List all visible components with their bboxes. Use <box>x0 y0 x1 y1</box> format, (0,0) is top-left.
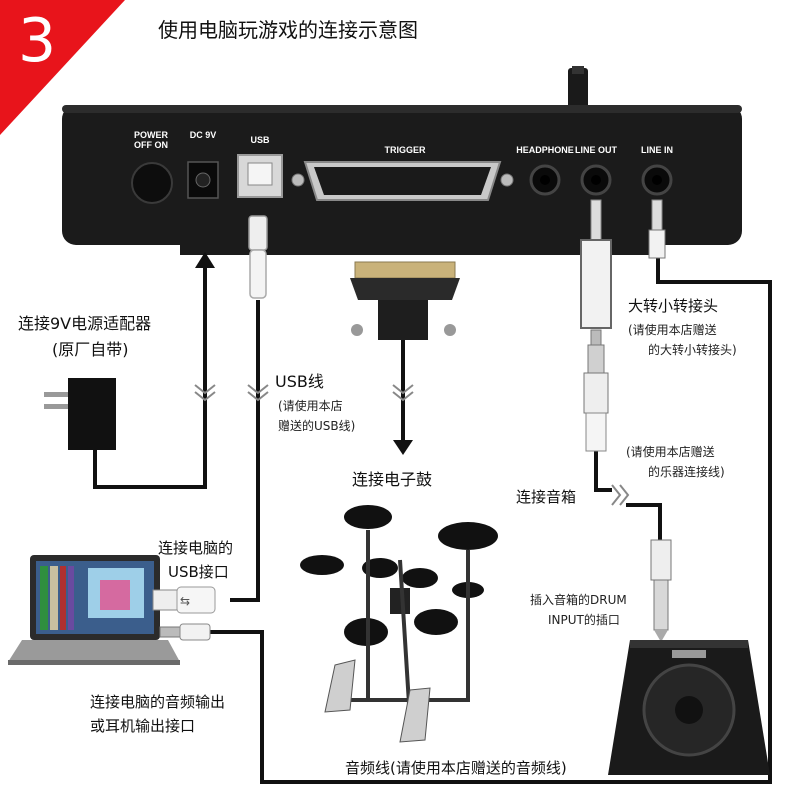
drum-label: 连接电子鼓 <box>352 470 433 489</box>
adapter-note: (原厂自带) <box>52 340 129 359</box>
dc-port-label: DC 9V <box>189 130 217 140</box>
usb-cable-label: USB线 <box>275 372 324 391</box>
usb-cable-note-1: (请使用本店 <box>278 399 343 413</box>
step-badge <box>0 0 125 135</box>
step-number: 3 <box>18 6 57 76</box>
svg-text:⇆: ⇆ <box>180 594 190 608</box>
pc-usb-label-1: 连接电脑的 <box>158 539 234 557</box>
audio-cable-label: 音频线(请使用本店赠送的音频线) <box>345 759 567 777</box>
power-port-label: POWER OFF ON <box>133 130 168 150</box>
trigger-port-label: TRIGGER <box>384 145 426 155</box>
pc-usb-label-2: USB接口 <box>168 563 229 581</box>
laptop <box>8 555 180 665</box>
adapter-plug-label: 大转小转接头 <box>628 297 719 315</box>
pc-audio-label-1: 连接电脑的音频输出 <box>90 693 226 711</box>
electronic-drum-kit <box>300 505 498 743</box>
adapter-plug-note-2: 的大转小转接头) <box>648 343 737 357</box>
pc-audio-label-2: 或耳机输出接口 <box>90 717 196 735</box>
drum-input-label-1: 插入音箱的DRUM <box>530 593 627 607</box>
headphone-port-label: HEADPHONE <box>516 145 574 155</box>
line-out-port-label: LINE OUT <box>575 145 617 155</box>
adapter-plug-note-1: (请使用本店赠送 <box>628 323 717 337</box>
page-title: 使用电脑玩游戏的连接示意图 <box>158 18 418 42</box>
usb-cable-note-2: 赠送的USB线) <box>278 419 356 433</box>
line-in-port-label: LINE IN <box>640 145 673 155</box>
speaker-label: 连接音箱 <box>516 488 577 506</box>
instrument-cable-note-2: 的乐器连接线) <box>648 465 725 479</box>
drum-input-label-2: INPUT的插口 <box>548 613 620 627</box>
power-adapter <box>68 378 116 450</box>
instrument-cable-note-1: (请使用本店赠送 <box>626 445 715 459</box>
speaker-monitor <box>608 640 770 775</box>
adapter-label: 连接9V电源适配器 <box>18 314 152 333</box>
usb-port-label: USB <box>250 135 270 145</box>
